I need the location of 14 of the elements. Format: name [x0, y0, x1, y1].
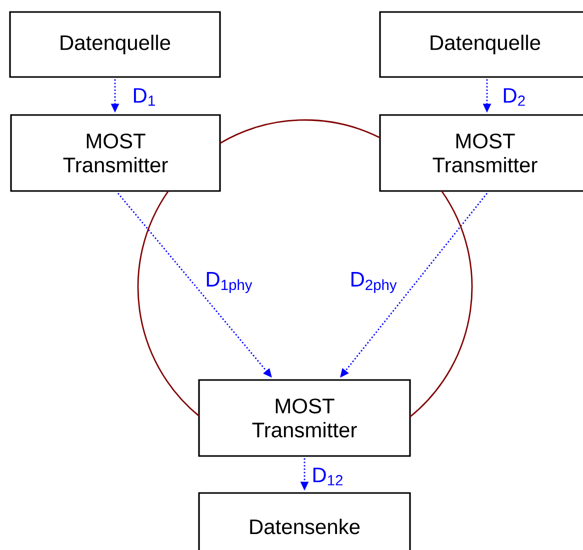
- edge-label: D$_{2phy}$: [348, 271, 398, 294]
- process-box: Datenquelle: [379, 11, 583, 78]
- process-box: Datenquelle: [9, 11, 221, 78]
- ring-line: [410, 190, 473, 418]
- process-box: MOST Transmitter: [379, 114, 583, 192]
- process-box: MOST Transmitter: [10, 114, 221, 192]
- edge-label: D$_{1}$: [131, 87, 158, 107]
- process-box: MOST Transmitter: [198, 379, 411, 457]
- process-box: Datensenke: [198, 492, 411, 550]
- ring-line: [137, 190, 200, 417]
- edge-label: D$_{2}$: [501, 87, 528, 107]
- ring-line: [220, 119, 380, 144]
- edge-label: D$_{1phy}$: [204, 271, 254, 294]
- edge-label: D$_{12}$: [310, 466, 345, 486]
